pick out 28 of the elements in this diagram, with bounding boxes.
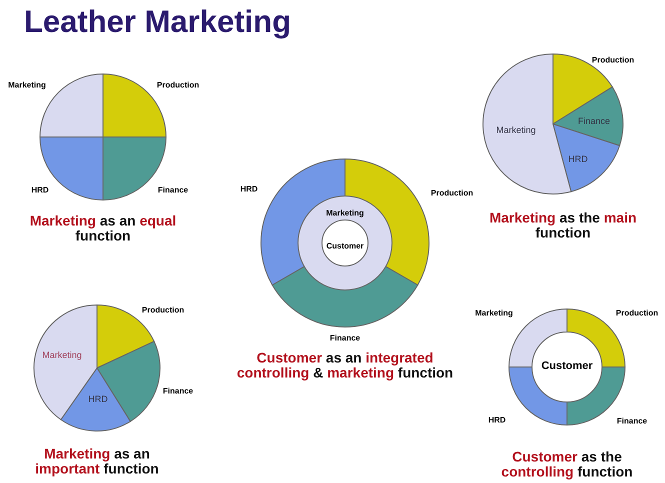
slice-label: Production (592, 56, 634, 66)
slice-label: Marketing (326, 210, 364, 218)
slice-label: Finance (578, 117, 610, 127)
slice-label: Marketing (42, 351, 82, 361)
slice-label: Finance (330, 334, 360, 344)
title: Leather Marketing (24, 4, 292, 40)
slice-label: HRD (31, 186, 49, 196)
slice-label: Finance (158, 186, 188, 196)
slice-label: Finance (162, 388, 194, 396)
chart-caption: Marketing as an equal function (28, 214, 178, 244)
chart-caption: Customer as the controlling function (500, 450, 634, 480)
slice-label: HRD (568, 155, 588, 165)
slice-label: Marketing (496, 126, 536, 136)
slice-label: Finance (616, 418, 648, 426)
slice-label: Production (616, 310, 658, 318)
slice-label: Production (156, 82, 200, 90)
slice-label: HRD (240, 186, 258, 194)
slice-label: Customer (326, 242, 364, 252)
slice-label: Marketing (8, 82, 46, 90)
chart-caption: Marketing as the main function (488, 210, 638, 242)
slice-label: Customer (541, 360, 593, 372)
slice-label: Marketing (475, 310, 513, 318)
chart-caption: Customer as an integrated controlling & marketing function (236, 350, 454, 382)
slice-label: Production (142, 306, 184, 316)
slice-label: HRD (488, 416, 506, 426)
slice-label: Production (430, 190, 474, 198)
slice-label: HRD (88, 395, 108, 405)
chart-caption: Marketing as an important function (34, 446, 160, 478)
